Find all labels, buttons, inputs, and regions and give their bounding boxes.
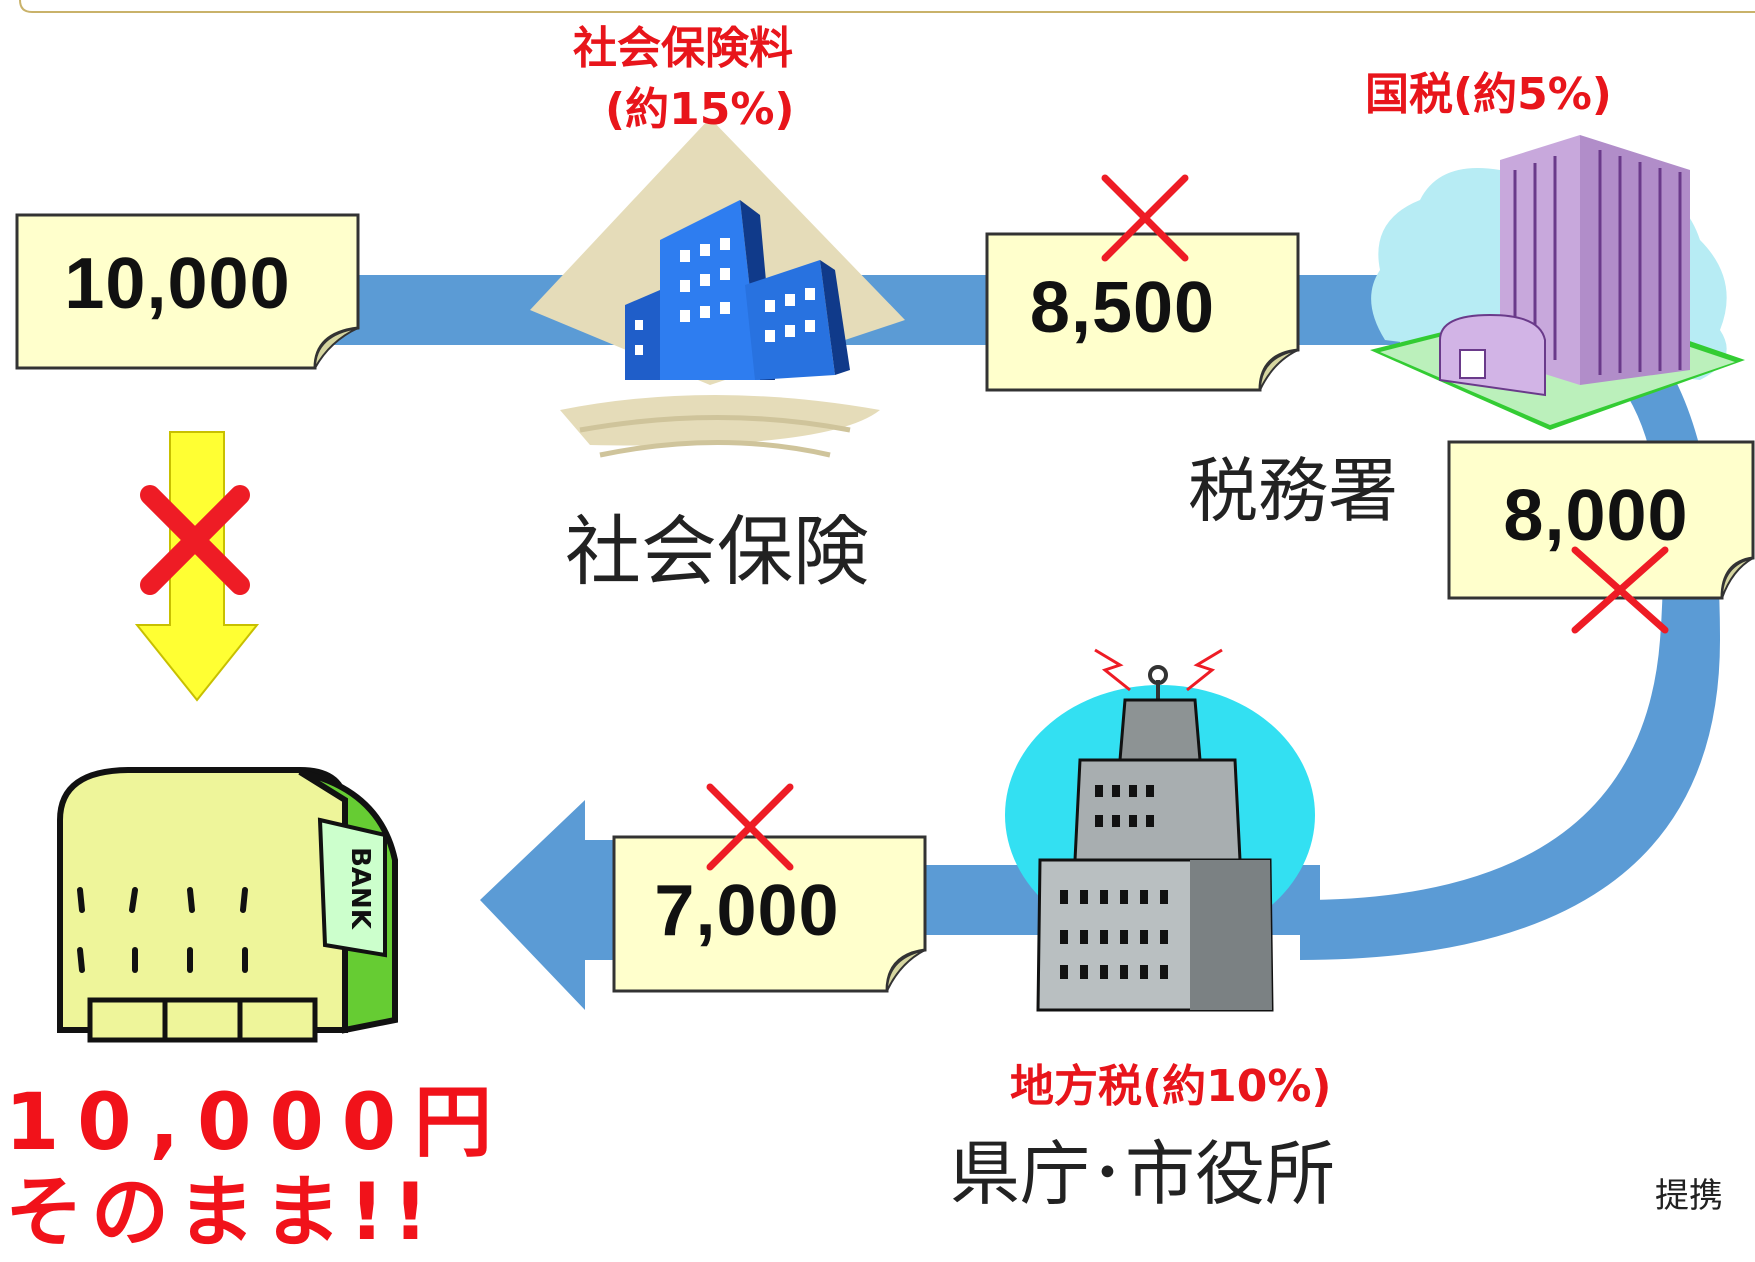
note-after-local: 7,000 [612,835,927,993]
city-hall-building-icon [1005,648,1315,1012]
top-frame-line [19,0,1755,13]
result-amount: 10,000円 [5,1078,510,1168]
city-hall-windows [1060,785,1168,979]
bank-sign: BANK [345,847,375,930]
note-shape [15,213,360,370]
social-building-windows [635,238,815,355]
bank-marks [77,887,248,973]
flow-graphics: BANK [19,0,1755,1043]
bank-building-icon [57,767,398,1043]
yellow-down-arrow [134,431,260,702]
tax-office-label: 税務署 [1188,450,1398,532]
social-insurance-label: 社会保険 [565,507,869,596]
footer-credit: 提携 [1655,1176,1723,1216]
note-start-amount: 10,000 [15,213,360,370]
note-after-social: 8,500 [985,232,1300,392]
national-tax-label: 国税(約5%) [1365,69,1612,120]
city-hall-label: 県庁･市役所 [950,1133,1335,1215]
social-insurance-building-icon [530,118,905,458]
amount-start: 10,000 [64,244,291,324]
diagram-stage: BANK 10,000 8,500 8,000 7,000 [5,0,1755,1258]
amount-after-local: 7,000 [654,871,840,951]
tax-office-building-icon [1370,135,1745,430]
social-premium-rate: (約15%) [605,84,795,135]
direct-path-cross [140,485,250,595]
amount-after-national: 8,000 [1503,476,1689,556]
note-shape [1447,440,1755,600]
pipe-curve [1300,300,1720,960]
result-note: そのまま!! [5,1168,437,1258]
social-premium-label: 社会保険料 [573,23,793,74]
note-shape [612,835,927,993]
note-shape [985,232,1300,392]
local-tax-label: 地方税(約10%) [1010,1061,1332,1112]
amount-after-social: 8,500 [1029,268,1216,348]
note-after-national: 8,000 [1447,440,1755,600]
